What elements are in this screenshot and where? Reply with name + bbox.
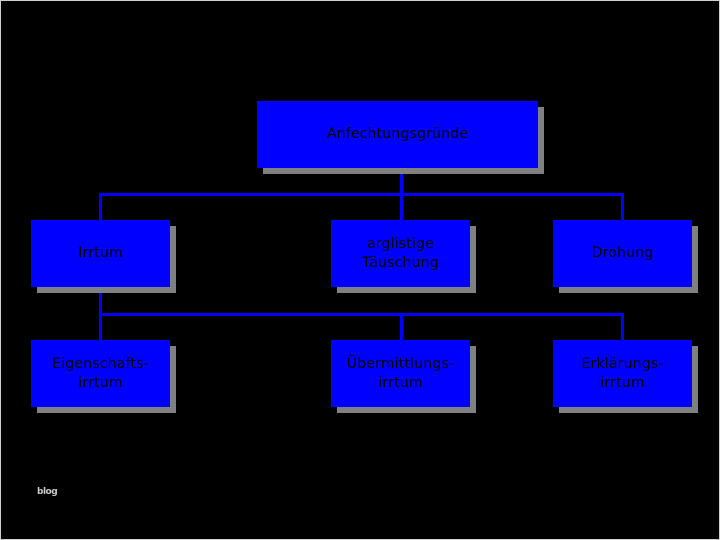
node-label-erklaerungsirrtum: Erklärungs- irrtum bbox=[581, 356, 664, 391]
connector-root-stem bbox=[400, 168, 403, 196]
watermark-blog: blog bbox=[37, 487, 58, 497]
connector-level2-bus bbox=[99, 313, 623, 316]
node-label-arglistige-taeuschung: arglistige Täuschung bbox=[362, 236, 439, 271]
node-irrtum[interactable]: Irrtum bbox=[31, 220, 170, 287]
node-label-drohung: Drohung bbox=[591, 245, 654, 262]
node-arglistige-taeuschung[interactable]: arglistige Täuschung bbox=[331, 220, 470, 287]
connector-level1-bus bbox=[99, 193, 623, 196]
node-label-eigenschaftsirrtum: Eigenschafts- irrtum bbox=[52, 356, 149, 391]
node-uebermittlungsirrtum[interactable]: Übermittlungs- irrtum bbox=[331, 340, 470, 407]
node-drohung[interactable]: Drohung bbox=[553, 220, 692, 287]
connector-to-irrtum bbox=[99, 193, 102, 221]
node-label-irrtum: Irrtum bbox=[78, 245, 123, 262]
connector-to-arglistige-taeuschung bbox=[400, 193, 403, 221]
connector-to-uebermittlungsirrtum bbox=[400, 313, 403, 341]
node-eigenschaftsirrtum[interactable]: Eigenschafts- irrtum bbox=[31, 340, 170, 407]
connector-to-drohung bbox=[621, 193, 624, 221]
connector-irrtum-stem bbox=[99, 287, 102, 315]
node-label-anfechtungsgruende: Anfechtungsgründe bbox=[326, 126, 469, 143]
node-erklaerungsirrtum[interactable]: Erklärungs- irrtum bbox=[553, 340, 692, 407]
node-anfechtungsgruende[interactable]: Anfechtungsgründe bbox=[257, 101, 538, 168]
connector-to-erklaerungsirrtum bbox=[621, 313, 624, 341]
node-label-uebermittlungsirrtum: Übermittlungs- irrtum bbox=[346, 356, 455, 391]
connector-to-eigenschaftsirrtum bbox=[99, 313, 102, 341]
